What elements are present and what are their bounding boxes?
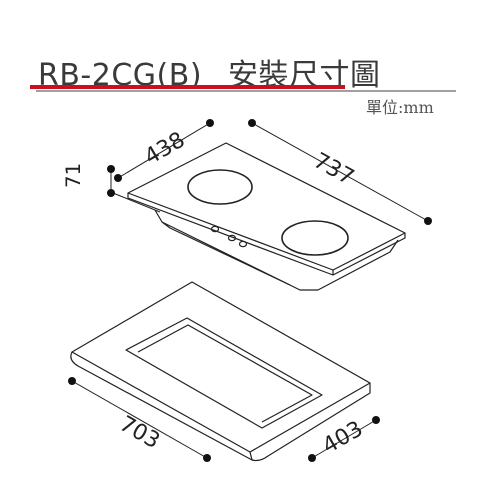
counter-front-edge	[70, 351, 371, 462]
knob-2	[227, 234, 237, 242]
counter-front-edge-line	[249, 451, 253, 461]
dim-cooktop-width: 737	[309, 148, 358, 190]
knob-3	[238, 240, 248, 248]
dim-cooktop-depth: 438	[141, 128, 190, 171]
dim-cooktop-height: 71	[62, 163, 85, 188]
knob-1	[210, 225, 220, 233]
cutout-opening	[125, 317, 323, 429]
title-underline-gray	[36, 90, 456, 92]
cooktop-body-bottom	[161, 221, 291, 286]
right-burner	[281, 220, 349, 256]
cooktop-body	[154, 209, 399, 291]
title-underline-red	[30, 85, 345, 89]
dim-cutout-depth: 403	[319, 417, 368, 460]
unit-label: 單位:mm	[366, 98, 434, 117]
left-burner	[187, 169, 253, 205]
cooktop-glass-top	[127, 142, 406, 271]
cooktop-right-edge	[332, 233, 406, 276]
counter-top	[71, 281, 371, 453]
cutout-inner-edge	[137, 324, 313, 423]
cooktop-front-edge	[127, 193, 334, 276]
dim-cutout-width: 703	[115, 412, 164, 455]
